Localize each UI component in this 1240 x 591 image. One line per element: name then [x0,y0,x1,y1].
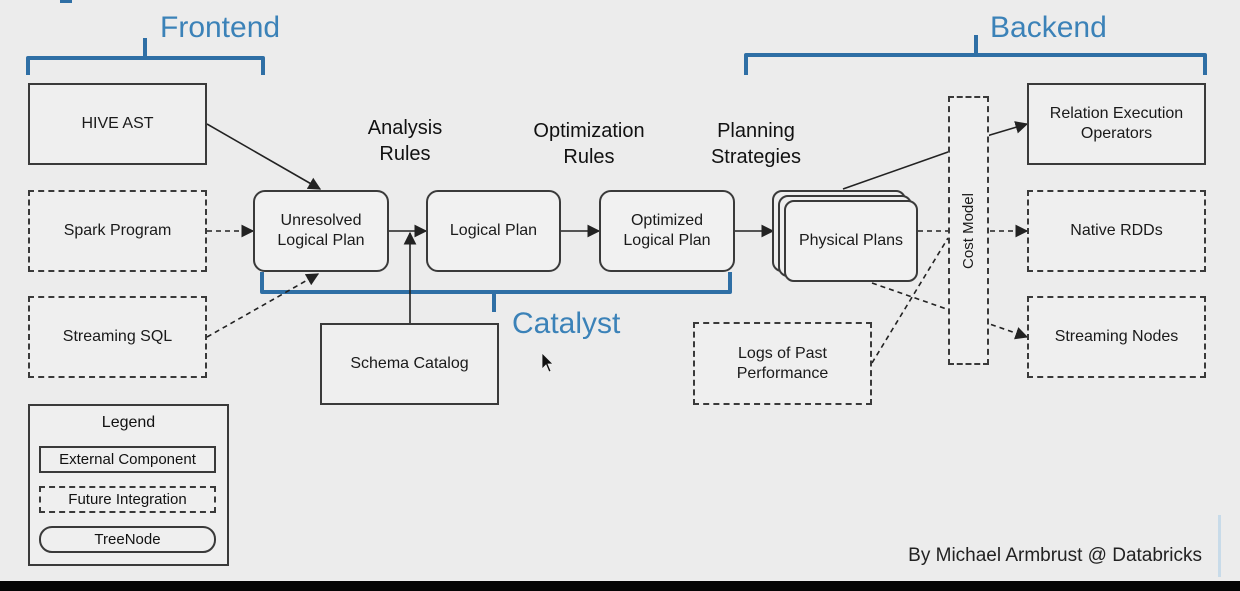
schema-catalog-label: Schema Catalog [350,355,469,372]
streaming-nodes-label: Streaming Nodes [1054,328,1179,345]
mouse-cursor-icon [541,352,554,373]
legend-treenode: TreeNode [39,526,216,553]
logs-of-past-performance-box: Logs of Past Performance [693,322,872,405]
relation-execution-operators-box: Relation Execution Operators [1027,83,1206,165]
cost-model-box: Cost Model [948,96,989,365]
native-rdds-label: Native RDDs [1070,222,1163,239]
streaming-sql-label: Streaming SQL [62,328,173,345]
arrow-streaming-sql-to-unresolved [206,273,320,338]
unresolved-logical-plan-node: Unresolved Logical Plan [253,190,389,272]
legend-external-component: External Component [39,446,216,473]
cost-model-label: Cost Model [959,192,977,269]
legend-treenode-label: TreeNode [94,531,161,548]
spark-program-box: Spark Program [28,190,207,272]
arrow-physical-to-relation [842,121,1029,190]
legend-future-integration: Future Integration [39,486,216,513]
optimized-logical-plan-label: Optimized Logical Plan [623,212,711,249]
link-logs-to-cost-model [871,237,949,364]
physical-plans-node: Physical Plans [784,200,918,282]
spark-program-label: Spark Program [63,222,172,239]
frontend-label: Frontend [160,11,281,44]
author-credit: By Michael Armbrust @ Databricks [908,545,1202,566]
bottom-bar [0,581,1240,591]
logical-plan-label: Logical Plan [449,222,538,239]
hive-ast-label: HIVE AST [81,115,154,132]
legend-external-component-label: External Component [59,451,196,468]
hive-ast-box: HIVE AST [28,83,207,165]
logical-plan-node: Logical Plan [426,190,561,272]
frontend-bracket [26,38,265,75]
backend-label: Backend [990,11,1107,44]
streaming-sql-box: Streaming SQL [28,296,207,378]
right-edge-mark [1218,515,1221,577]
optimization-rules-label: Optimization Rules [533,120,645,168]
unresolved-logical-plan-label: Unresolved Logical Plan [277,212,365,249]
optimized-logical-plan-node: Optimized Logical Plan [599,190,735,272]
edge-mark [60,0,72,3]
logs-of-past-performance-label: Logs of Past Performance [736,344,829,382]
planning-strategies-label: Planning Strategies [710,120,802,168]
physical-plans-label: Physical Plans [798,232,904,249]
native-rdds-box: Native RDDs [1027,190,1206,272]
legend-title: Legend [101,414,156,431]
relation-execution-operators-label: Relation Execution Operators [1049,105,1184,142]
arrow-hive-to-unresolved [206,123,322,190]
streaming-nodes-box: Streaming Nodes [1027,296,1206,378]
catalyst-label: Catalyst [512,307,621,340]
backend-bracket [744,35,1207,75]
schema-catalog-box: Schema Catalog [320,323,499,405]
legend: Legend External Component Future Integra… [28,404,229,566]
catalyst-bracket [260,272,732,312]
analysis-rules-label: Analysis Rules [367,117,443,165]
legend-future-integration-label: Future Integration [68,491,187,508]
